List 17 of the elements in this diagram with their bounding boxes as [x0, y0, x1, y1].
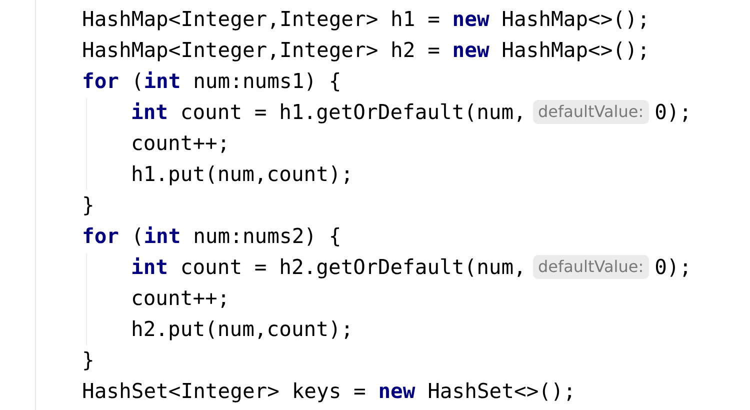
- code-line: 0);: [654, 254, 692, 280]
- code-line: h1.put(num,count);: [131, 161, 354, 187]
- code-line: int count = h1.getOrDefault(num,: [131, 99, 526, 125]
- code-line: for (int num:nums2) {: [82, 223, 342, 249]
- code-line: for (int num:nums1) {: [82, 68, 342, 94]
- code-line: HashSet<Integer> keys = new HashSet<>();: [82, 378, 576, 404]
- code-line: count++;: [131, 285, 230, 311]
- code-line: }: [82, 192, 94, 218]
- parameter-hint: defaultValue:: [532, 100, 649, 124]
- code-line: }: [82, 347, 94, 373]
- code-line: count++;: [131, 130, 230, 156]
- code-line: int count = h2.getOrDefault(num,: [131, 254, 526, 280]
- code-line: HashMap<Integer,Integer> h2 = new HashMap<>();: [82, 37, 650, 63]
- code-line: h2.put(num,count);: [131, 316, 354, 342]
- code-line: HashMap<Integer,Integer> h1 = new HashMap<>();: [82, 6, 650, 32]
- parameter-hint: defaultValue:: [532, 255, 649, 279]
- code-line: 0);: [654, 99, 692, 125]
